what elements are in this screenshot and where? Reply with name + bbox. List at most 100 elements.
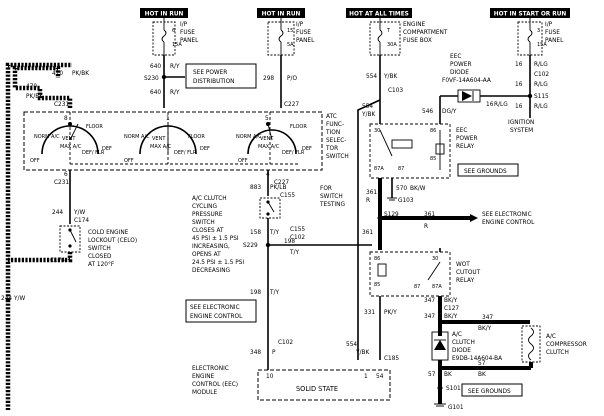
svg-text:MAX A/C: MAX A/C <box>150 144 172 150</box>
see-eec-right-l2: ENGINE CONTROL <box>482 220 535 226</box>
svg-text:16: 16 <box>486 102 494 108</box>
svg-text:198: 198 <box>284 239 295 245</box>
svg-text:85: 85 <box>374 282 380 288</box>
svg-text:G101: G101 <box>448 405 464 411</box>
fuse-panel-2-label-l2: FUSE <box>296 30 311 36</box>
svg-text:SEE GROUNDS: SEE GROUNDS <box>468 389 511 395</box>
svg-text:HOT IN START OR RUN: HOT IN START OR RUN <box>494 12 567 18</box>
see-grounds-box-1: SEE GROUNDS <box>457 163 519 177</box>
svg-text:298: 298 <box>263 76 274 82</box>
svg-text:86: 86 <box>374 256 380 262</box>
svg-text:R: R <box>366 198 370 204</box>
svg-text:6: 6 <box>64 172 68 178</box>
svg-text:DEF: DEF <box>200 146 210 152</box>
for-switch-testing: FOR SWITCH TESTING <box>319 186 345 208</box>
ac-clutch-label: A/C CLUTCH CYCLING PRESSURE SWITCH CLOSE… <box>192 196 244 274</box>
fuse-panel-2-label-l3: PANEL <box>296 38 315 44</box>
ac-clutch-l1: A/C CLUTCH <box>192 196 227 202</box>
svg-text:R/LG: R/LG <box>534 104 548 110</box>
eec-diode-l2: POWER <box>450 62 471 68</box>
celo-label: COLD ENGINE LOCKOUT (CELO) SWITCH CLOSED… <box>88 230 137 268</box>
svg-text:R: R <box>424 224 428 230</box>
svg-text:347: 347 <box>424 298 435 304</box>
svg-text:R/Y: R/Y <box>170 90 180 96</box>
diode-l1: A/C <box>452 332 462 338</box>
svg-text:DG/Y: DG/Y <box>442 109 457 115</box>
header-hot-in-run-1: HOT IN RUN <box>140 8 188 18</box>
ignition-l2: SYSTEM <box>510 128 533 134</box>
svg-text:30A: 30A <box>387 42 397 48</box>
svg-text:883: 883 <box>250 185 261 191</box>
atc-l5: TOR <box>325 146 338 152</box>
celo-l3: SWITCH <box>88 246 111 252</box>
svg-text:C174: C174 <box>74 218 89 224</box>
svg-text:DEF/ FLR: DEF/ FLR <box>174 150 197 156</box>
svg-text:C231: C231 <box>54 180 69 186</box>
diode-l3: DIODE <box>452 348 471 354</box>
svg-text:DEF: DEF <box>302 146 312 152</box>
see-power-distribution-box: SEE POWER DISTRIBUTION <box>185 63 257 89</box>
ac-clutch-l7: INCREASING, <box>192 244 230 250</box>
svg-text:MAX A/C: MAX A/C <box>258 144 280 150</box>
svg-text:OFF: OFF <box>124 158 134 164</box>
wot-l2: CUTOUT <box>456 270 481 276</box>
svg-text:SOLID STATE: SOLID STATE <box>296 385 338 393</box>
svg-text:15A: 15A <box>172 42 182 48</box>
svg-text:BK/Y: BK/Y <box>444 298 458 304</box>
svg-text:NORM A/C: NORM A/C <box>34 134 60 140</box>
see-grounds-box-2: SEE GROUNDS <box>461 383 523 397</box>
celo-switch <box>59 225 81 253</box>
celo-l4: CLOSED <box>88 254 112 260</box>
svg-text:DEF/ FLR: DEF/ FLR <box>282 150 305 156</box>
wire-554-down <box>357 99 381 360</box>
fuse-panel-1-label-l1: I/P <box>180 22 188 28</box>
atc-switch-label: ATC FUNC- TION SELEC- TOR SWITCH <box>325 114 349 160</box>
svg-text:G103: G103 <box>398 198 414 204</box>
svg-text:C185: C185 <box>384 356 399 362</box>
svg-text:347: 347 <box>424 314 435 320</box>
svg-text:DEF/ FLR: DEF/ FLR <box>82 150 105 156</box>
compressor-l2: COMPRESSOR <box>546 342 587 348</box>
svg-text:S230: S230 <box>144 76 159 82</box>
svg-text:198: 198 <box>250 290 261 296</box>
ac-clutch-l4: SWITCH <box>192 220 215 226</box>
fuse-panel-1: 6 15A I/P FUSE PANEL <box>152 18 199 56</box>
svg-text:554: 554 <box>366 74 377 80</box>
svg-text:546: 546 <box>422 109 433 115</box>
svg-text:Y/W: Y/W <box>13 296 25 302</box>
eec-mod-l2: ENGINE <box>192 374 215 380</box>
eec-module-label: ELECTRONIC ENGINE CONTROL (EEC) MODULE <box>192 366 238 396</box>
svg-text:470: 470 <box>26 84 37 90</box>
svg-text:361: 361 <box>362 230 373 236</box>
svg-text:HOT IN RUN: HOT IN RUN <box>145 12 184 18</box>
svg-text:R/LG: R/LG <box>534 62 548 68</box>
see-power-distribution-l2: DISTRIBUTION <box>193 79 235 85</box>
svg-text:Y/BK: Y/BK <box>361 112 375 118</box>
ac-clutch-l8: OPENS AT <box>192 252 221 258</box>
svg-text:VENT: VENT <box>260 136 274 142</box>
compressor-l1: A/C <box>546 334 556 340</box>
eec-diode-l3: DIODE <box>450 70 469 76</box>
eec-mod-l3: CONTROL (EEC) <box>192 382 238 388</box>
svg-text:244: 244 <box>1 296 12 302</box>
svg-text:361: 361 <box>424 212 435 218</box>
header-hot-in-start-or-run: HOT IN START OR RUN <box>490 8 570 18</box>
svg-text:570: 570 <box>396 186 407 192</box>
svg-text:15: 15 <box>287 28 293 34</box>
svg-text:3: 3 <box>537 28 540 34</box>
svg-text:NORM A/C: NORM A/C <box>236 134 262 140</box>
celo-l2: LOCKOUT (CELO) <box>88 238 137 244</box>
svg-text:16: 16 <box>515 82 523 88</box>
ac-clutch-l10: DECREASING <box>192 268 231 274</box>
svg-text:S101: S101 <box>446 386 461 392</box>
svg-text:Y/BK: Y/BK <box>383 74 397 80</box>
svg-text:158: 158 <box>250 230 261 236</box>
svg-text:16: 16 <box>515 104 523 110</box>
svg-text:BK/Y: BK/Y <box>478 326 492 332</box>
svg-text:30: 30 <box>374 128 380 134</box>
svg-text:C102: C102 <box>278 340 293 346</box>
ac-clutch-l9: 24.5 PSI ± 1.5 PSI <box>192 260 244 266</box>
svg-text:T/Y: T/Y <box>269 230 279 236</box>
svg-text:S229: S229 <box>243 243 258 249</box>
eec-power-relay: 30 86 85 87A 87 <box>369 123 451 179</box>
